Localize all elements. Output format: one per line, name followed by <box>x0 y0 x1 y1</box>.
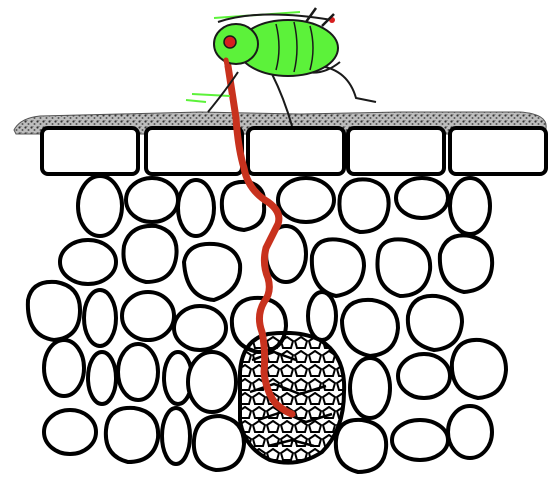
epidermis-cell <box>348 128 444 174</box>
epidermis-cell <box>450 128 546 174</box>
mesophyll-cell <box>336 420 386 472</box>
epidermis-cell <box>42 128 138 174</box>
mesophyll-cell <box>194 416 244 470</box>
mesophyll-cell <box>440 235 492 292</box>
mesophyll-cell <box>84 290 116 346</box>
mesophyll-cell <box>88 352 116 404</box>
mesophyll-cell <box>178 180 214 236</box>
mesophyll-cell <box>184 244 240 300</box>
mesophyll-cell <box>122 292 174 340</box>
mesophyll-cell <box>377 239 430 296</box>
mesophyll-cell <box>398 354 450 398</box>
aphid <box>186 8 376 126</box>
mesophyll-cell <box>44 410 96 454</box>
mesophyll-cell <box>78 176 122 236</box>
mesophyll-cell <box>278 178 334 222</box>
mesophyll-cell <box>174 306 226 350</box>
mesophyll-cell <box>408 296 462 350</box>
mesophyll-cell <box>350 358 390 418</box>
mesophyll-cell <box>308 292 336 340</box>
epidermis-cell <box>146 128 242 174</box>
aphid-eye <box>224 36 236 48</box>
mesophyll-cell <box>118 344 158 400</box>
mesophyll-cell <box>452 340 506 398</box>
mesophyll-cell <box>448 406 492 458</box>
mesophyll-cell <box>396 178 448 218</box>
mesophyll-cell <box>392 420 448 460</box>
epidermis-cell <box>248 128 344 174</box>
mesophyll-cell <box>339 179 388 232</box>
mesophyll-cell <box>450 178 490 234</box>
mesophyll-cell <box>60 240 116 284</box>
mesophyll-cell <box>28 282 80 340</box>
phloem-sieve-element <box>240 333 344 463</box>
mesophyll-cell <box>188 352 236 412</box>
mesophyll-cell <box>44 340 84 396</box>
mesophyll-cell <box>126 178 178 222</box>
mesophyll-cell <box>162 408 190 464</box>
mesophyll-cell <box>106 408 158 462</box>
mesophyll-cell <box>312 239 364 296</box>
epidermis-layer <box>42 128 546 174</box>
mesophyll-cell <box>222 182 264 230</box>
mesophyll-cell <box>123 226 176 282</box>
mesophyll-cell <box>342 300 398 356</box>
